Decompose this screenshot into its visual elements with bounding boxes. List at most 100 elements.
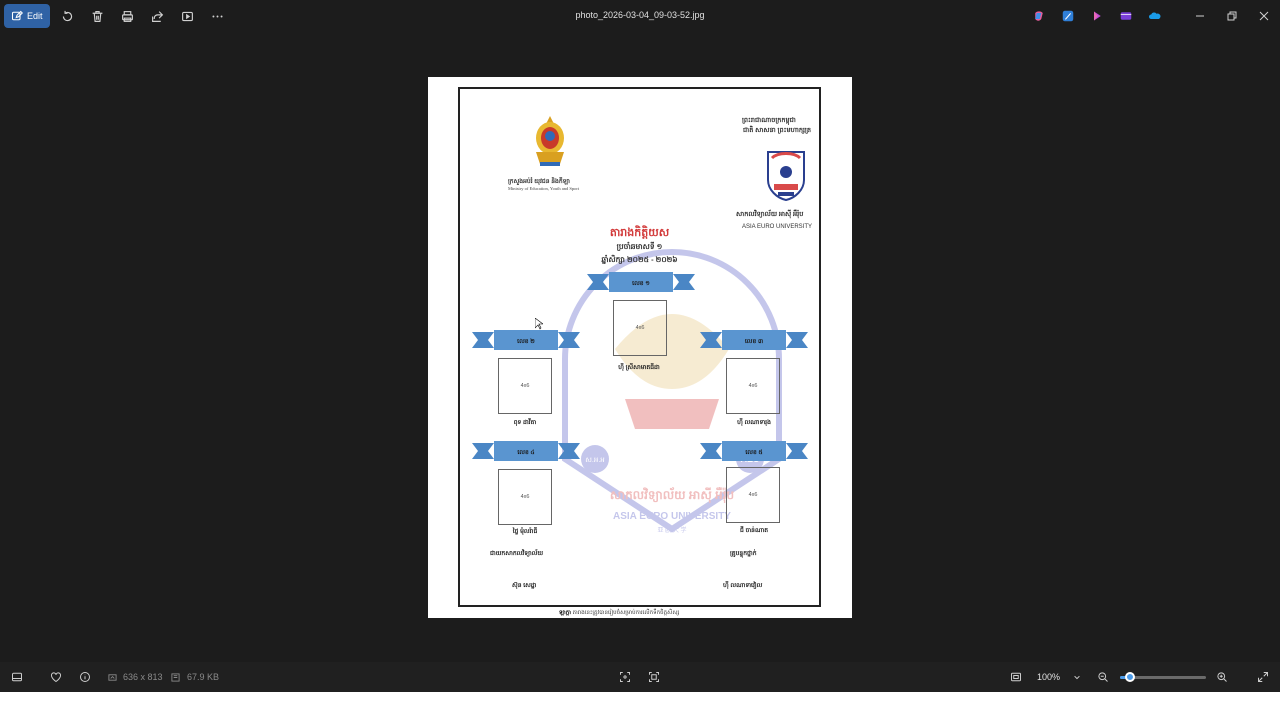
edit-icon — [11, 10, 23, 21]
status-bar: 636 x 813 67.9 KB 100% — [0, 662, 1280, 692]
footer-note: ឡាក្តា តារាងនេះត្រូវបានរៀបចំសម្រាប់ការលើ… — [559, 609, 679, 617]
watermark-text-cn: 亚 欧 大 学 — [657, 526, 686, 534]
window-title: photo_2026-03-04_09-03-52.jpg — [575, 10, 705, 20]
rank-3-name: ហ៊ី លណាទារុង — [737, 420, 771, 426]
ministry-emblem-icon — [536, 116, 564, 166]
watermark-text-en: ASIA EURO UNIVERSITY — [613, 511, 731, 522]
designer-icon — [1062, 10, 1074, 22]
title-bar: Edit photo_2026-03-04_09-03-52.jpg — [0, 0, 1280, 32]
zoom-in-button[interactable] — [1214, 669, 1230, 685]
info-icon — [80, 672, 90, 682]
window-bottom-edge — [0, 692, 1280, 720]
rank-1-label: លេខ ១ — [632, 281, 650, 287]
kingdom-motto-line2: ជាតិ សាសនា ព្រះមហាក្សត្រ — [743, 127, 811, 134]
image-viewer[interactable]: ក្រសួងអប់រំ យុវជន និងកីឡា Ministry of Ed… — [0, 32, 1280, 662]
zoom-slider-thumb[interactable] — [1125, 672, 1135, 682]
full-screen-button[interactable] — [1255, 669, 1271, 685]
more-options-button[interactable] — [206, 4, 230, 28]
award-academic-year: ឆ្នាំសិក្សា ២០២៥ - ២០២៦ — [601, 255, 678, 264]
rank-4-label: លេខ ៤ — [517, 450, 535, 456]
share-button[interactable] — [146, 4, 170, 28]
rank-5-label: លេខ ៥ — [745, 450, 763, 456]
close-button[interactable] — [1248, 0, 1280, 32]
rank-5-ribbon — [700, 441, 808, 461]
rank-4-ribbon — [472, 441, 580, 461]
filmstrip-icon — [12, 672, 22, 682]
watermark-badge-left: ស.អ.អ — [585, 457, 605, 464]
rank-2-name: ពុទ ដាវីតា — [513, 420, 537, 426]
onedrive-button[interactable] — [1146, 7, 1164, 25]
visual-search-icon — [649, 672, 659, 682]
ministry-name-en: Ministry of Education, Youth and Sport — [508, 186, 580, 191]
minimize-button[interactable] — [1184, 0, 1216, 32]
rank-5-photo-size: 4x6 — [748, 492, 758, 498]
rank-5-name: ជី ចាន់ណាត — [739, 528, 769, 534]
signature-right-title: គ្រូបន្ទុកថ្នាក់ — [730, 551, 757, 557]
university-name-kh: សាកលវិទ្យាល័យ អាស៊ី អឺរ៉ុប — [736, 211, 804, 218]
copilot-button[interactable] — [1030, 7, 1048, 25]
edit-button[interactable]: Edit — [4, 4, 50, 28]
fit-window-icon — [1011, 672, 1021, 682]
minimize-icon — [1196, 15, 1204, 17]
zoom-in-icon — [1217, 672, 1227, 682]
restore-button[interactable] — [1216, 0, 1248, 32]
print-button[interactable] — [116, 4, 140, 28]
rank-5-photo-box: 4x6 — [726, 467, 780, 523]
video-editor-button[interactable] — [1117, 7, 1135, 25]
rank-4-photo-box: 4x6 — [498, 469, 552, 525]
signature-left-name: ស៊ុន សេដ្ឋា — [512, 583, 537, 589]
footer-note-text: តារាងនេះត្រូវបានរៀបចំសម្រាប់ការលើកទឹកចិត… — [572, 610, 680, 616]
clipchamp-icon — [1094, 11, 1101, 21]
zoom-level-dropdown[interactable]: 100% — [1031, 668, 1087, 686]
university-watermark: ស.អ.អ AEU សាកលវិទ្យាល័យ អាស៊ី អឺរ៉ុប ASI… — [562, 249, 782, 534]
crop-focus-button[interactable] — [617, 669, 633, 685]
clipchamp-button[interactable] — [1088, 7, 1106, 25]
signature-right-name: ហ៊ី លណាទាវៀល — [723, 583, 763, 589]
rank-4-name: ថៃ្ល ម៉ុលរ៉ាធី — [512, 529, 538, 535]
edit-button-label: Edit — [27, 11, 43, 21]
slideshow-button[interactable] — [176, 4, 200, 28]
focus-icon — [620, 672, 630, 682]
rank-3-photo-size: 4x6 — [748, 383, 758, 389]
rank-2-photo-box: 4x6 — [498, 358, 552, 414]
close-icon — [1259, 11, 1269, 21]
rank-2-label: លេខ ២ — [517, 339, 535, 345]
dimensions-icon — [108, 674, 117, 681]
slideshow-icon — [182, 11, 193, 21]
rank-1-name: ហ៊ី ស្រីសាមាតធីដា — [618, 365, 660, 371]
rotate-icon — [62, 10, 73, 21]
footer-note-bold: ឡាក្តា — [559, 610, 571, 616]
watermark-text-kh: សាកលវិទ្យាល័យ អាស៊ី អឺរ៉ុប — [610, 487, 735, 504]
file-size: 67.9 KB — [187, 672, 220, 682]
zoom-level-value: 100% — [1037, 672, 1061, 682]
zoom-out-button[interactable] — [1095, 669, 1111, 685]
info-button[interactable] — [77, 669, 93, 685]
rotate-button[interactable] — [56, 4, 80, 28]
heart-icon — [51, 672, 61, 683]
signature-left-title: ជាយកសាកលវិទ្យាល័យ — [490, 551, 544, 557]
trash-icon — [92, 10, 103, 22]
rank-1-photo-size: 4x6 — [635, 325, 645, 331]
rank-3-label: លេខ ៣ — [744, 339, 764, 345]
title-bar-right — [1030, 0, 1280, 32]
delete-button[interactable] — [86, 4, 110, 28]
fit-to-window-button[interactable] — [1008, 669, 1024, 685]
onedrive-icon — [1149, 12, 1161, 19]
chevron-down-icon — [1074, 675, 1080, 680]
favorite-button[interactable] — [48, 669, 64, 685]
rank-2-ribbon — [472, 330, 580, 350]
zoom-slider[interactable] — [1120, 672, 1206, 682]
filmstrip-button[interactable] — [9, 669, 25, 685]
image-dimensions: 636 x 813 — [123, 672, 163, 682]
restore-icon — [1227, 11, 1237, 21]
expand-icon — [1258, 672, 1268, 682]
designer-button[interactable] — [1059, 7, 1077, 25]
displayed-photo[interactable]: ក្រសួងអប់រំ យុវជន និងកីឡា Ministry of Ed… — [428, 77, 852, 618]
university-name-en: ASIA EURO UNIVERSITY — [742, 224, 813, 230]
visual-search-button[interactable] — [646, 669, 662, 685]
copilot-icon — [1035, 11, 1043, 21]
rank-3-photo-box: 4x6 — [726, 358, 780, 414]
rank-2-photo-size: 4x6 — [520, 383, 530, 389]
rank-4-photo-size: 4x6 — [520, 494, 530, 500]
certificate-frame: ក្រសួងអប់រំ យុវជន និងកីឡា Ministry of Ed… — [458, 87, 821, 607]
